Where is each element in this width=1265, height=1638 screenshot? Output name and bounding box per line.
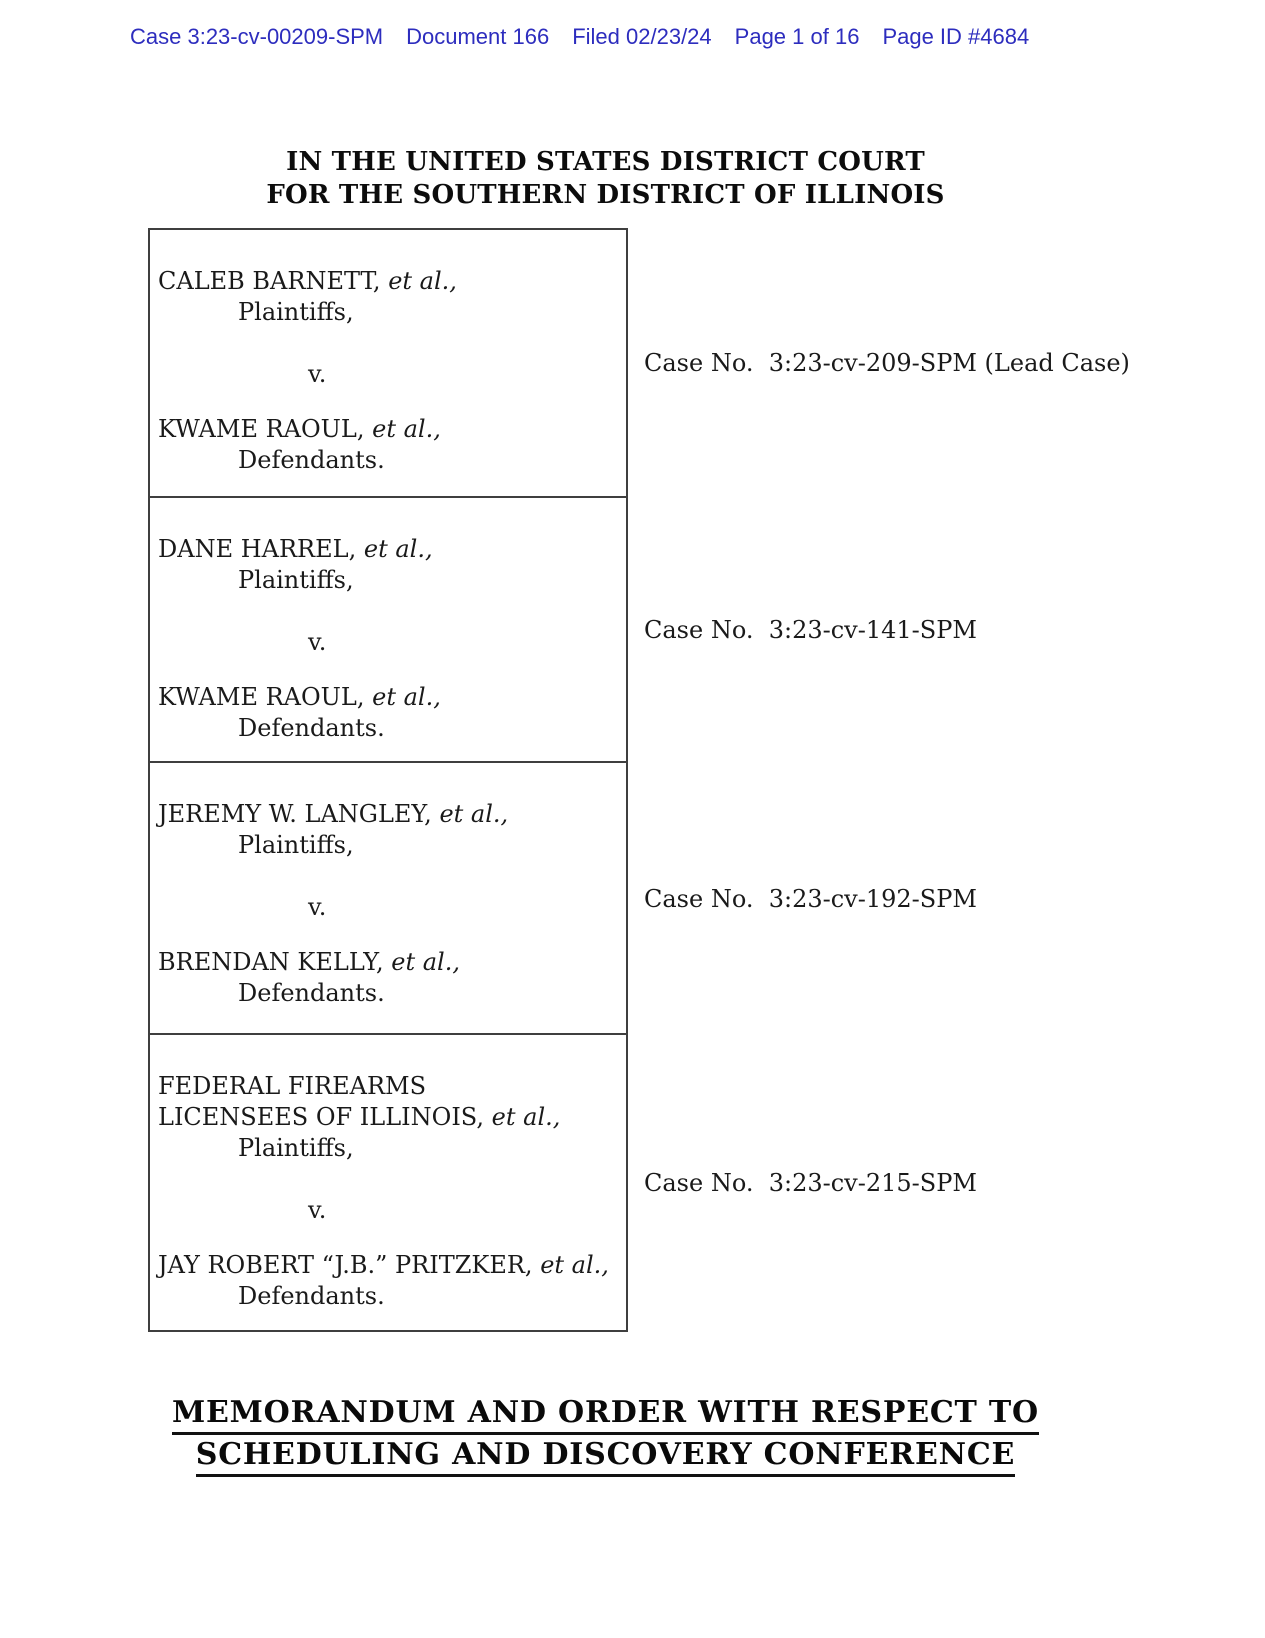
- defendant-name: BRENDAN KELLY, et al.,: [158, 948, 460, 976]
- defendant-role: Defendants.: [238, 1282, 385, 1310]
- case-caption-table: CALEB BARNETT, et al., Plaintiffs, v. KW…: [148, 228, 1130, 1332]
- caption-block-ffl: FEDERAL FIREARMS LICENSEES OF ILLINOIS, …: [148, 1035, 628, 1332]
- et-al-label: et al.,: [388, 267, 457, 295]
- stamp-filed-date: Filed 02/23/24: [572, 24, 712, 49]
- versus-label: v.: [308, 893, 327, 921]
- et-al-label: et al.,: [372, 415, 441, 443]
- et-al-label: et al.,: [540, 1251, 609, 1279]
- plaintiff-role: Plaintiffs,: [238, 298, 354, 326]
- et-al-label: et al.,: [439, 800, 509, 828]
- defendant-name: KWAME RAOUL, et al.,: [158, 683, 441, 711]
- versus-label: v.: [308, 1196, 327, 1224]
- plaintiff-name: DANE HARREL, et al.,: [158, 535, 433, 563]
- order-title-line2: SCHEDULING AND DISCOVERY CONFERENCE: [195, 1438, 1016, 1477]
- stamp-page-id: Page ID #4684: [882, 24, 1030, 49]
- order-title: MEMORANDUM AND ORDER WITH RESPECT TO SCH…: [148, 1396, 1063, 1480]
- defendant-role: Defendants.: [238, 979, 385, 1007]
- defendant-name: KWAME RAOUL, et al.,: [158, 415, 441, 443]
- plaintiff-name: JEREMY W. LANGLEY, et al.,: [158, 800, 509, 828]
- et-al-label: et al.,: [372, 683, 441, 711]
- stamp-document-number: Document 166: [406, 24, 550, 49]
- court-heading-line1: IN THE UNITED STATES DISTRICT COURT: [286, 147, 925, 177]
- plaintiff-name-line1: FEDERAL FIREARMS: [158, 1072, 427, 1100]
- order-title-line1: MEMORANDUM AND ORDER WITH RESPECT TO: [172, 1396, 1039, 1435]
- caption-block-barnett: CALEB BARNETT, et al., Plaintiffs, v. KW…: [148, 228, 628, 498]
- case-stamp: Case 3:23-cv-00209-SPM Document 166 File…: [130, 24, 1029, 50]
- plaintiff-name-line2: LICENSEES OF ILLINOIS, et al.,: [158, 1103, 561, 1131]
- versus-label: v.: [308, 360, 327, 388]
- defendant-role: Defendants.: [238, 446, 385, 474]
- versus-label: v.: [308, 628, 327, 656]
- stamp-page-number: Page 1 of 16: [734, 24, 860, 49]
- plaintiff-name: CALEB BARNETT, et al.,: [158, 267, 457, 295]
- caption-block-harrel: DANE HARREL, et al., Plaintiffs, v. KWAM…: [148, 498, 628, 763]
- caption-block-langley: JEREMY W. LANGLEY, et al., Plaintiffs, v…: [148, 763, 628, 1035]
- court-heading: IN THE UNITED STATES DISTRICT COURT FOR …: [148, 146, 1063, 212]
- case-number-barnett: Case No. 3:23-cv-209-SPM (Lead Case): [644, 348, 1130, 377]
- case-number-ffl: Case No. 3:23-cv-215-SPM: [644, 1169, 977, 1197]
- plaintiff-role: Plaintiffs,: [238, 1134, 354, 1162]
- case-number-harrel: Case No. 3:23-cv-141-SPM: [644, 616, 977, 644]
- defendant-role: Defendants.: [238, 714, 385, 742]
- plaintiff-name: FEDERAL FIREARMS LICENSEES OF ILLINOIS, …: [158, 1071, 620, 1133]
- et-al-label: et al.,: [391, 948, 460, 976]
- et-al-label: et al.,: [491, 1103, 561, 1131]
- court-heading-line2: FOR THE SOUTHERN DISTRICT OF ILLINOIS: [266, 180, 945, 210]
- plaintiff-role: Plaintiffs,: [238, 831, 354, 859]
- plaintiff-role: Plaintiffs,: [238, 566, 354, 594]
- stamp-case-number: Case 3:23-cv-00209-SPM: [130, 24, 384, 49]
- et-al-label: et al.,: [363, 535, 433, 563]
- case-number-langley: Case No. 3:23-cv-192-SPM: [644, 884, 977, 913]
- defendant-name: JAY ROBERT “J.B.” PRITZKER, et al.,: [158, 1251, 609, 1279]
